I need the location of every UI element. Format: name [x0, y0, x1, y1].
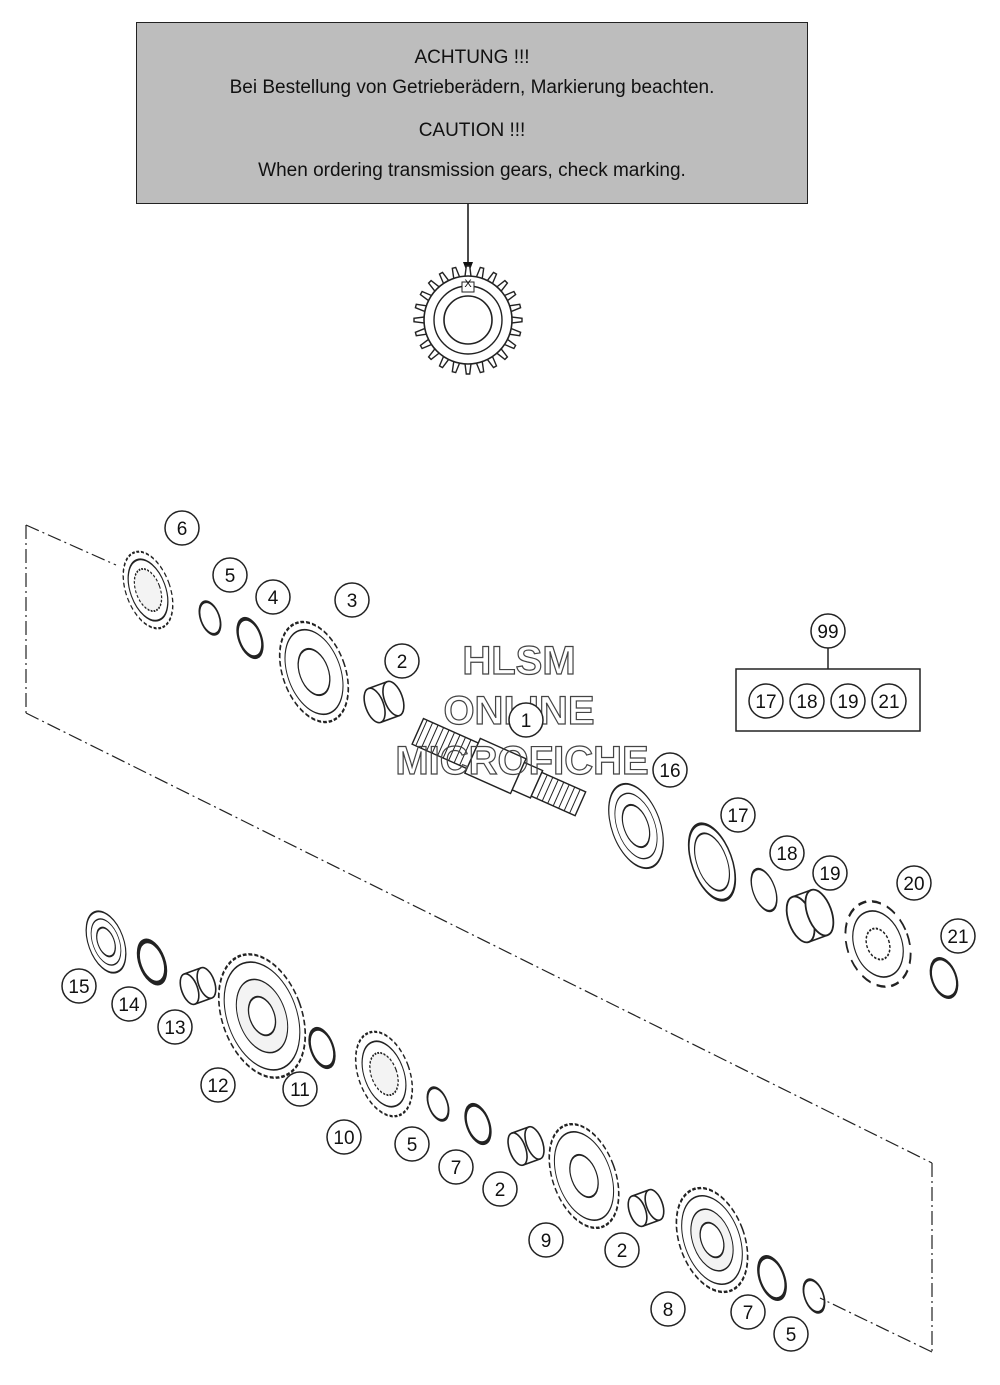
callout-label: 14 — [118, 995, 140, 1016]
callout-label: 5 — [225, 566, 236, 587]
callout-label: 1 — [521, 711, 532, 732]
bushing-2-third-icon — [627, 1188, 665, 1228]
callout-10[interactable]: 10 — [326, 1119, 362, 1155]
callout-16[interactable]: 16 — [652, 752, 688, 788]
callout-label: 9 — [541, 1231, 552, 1252]
callout-label: 18 — [776, 844, 797, 865]
callout-2[interactable]: 2 — [384, 643, 420, 679]
callout-label: 5 — [786, 1325, 797, 1346]
gear-9-icon — [548, 1122, 620, 1230]
callout-14[interactable]: 14 — [111, 986, 147, 1022]
callout-label: 3 — [347, 591, 358, 612]
callout-8[interactable]: 8 — [650, 1291, 686, 1327]
callout-11[interactable]: 11 — [282, 1071, 318, 1107]
spacer-19-icon — [785, 888, 835, 944]
bushing-13-icon — [179, 966, 217, 1006]
washer-7-icon — [464, 1102, 492, 1146]
watermark: HLSM ONLINE MICROFICHE — [395, 638, 650, 783]
notice-text-en: When ordering transmission gears, check … — [258, 160, 686, 181]
gear-12-icon — [217, 953, 307, 1079]
callout-21[interactable]: 21 — [940, 918, 976, 954]
callout-label: 16 — [659, 761, 680, 782]
callout-12[interactable]: 12 — [200, 1067, 236, 1103]
callout-6[interactable]: 6 — [164, 510, 200, 546]
callout-3[interactable]: 3 — [334, 582, 370, 618]
notice-title-de: ACHTUNG !!! — [414, 47, 530, 68]
bushing-2-icon — [363, 680, 405, 724]
callout-20[interactable]: 20 — [896, 865, 932, 901]
gear-8-icon — [675, 1186, 749, 1294]
kit-item-label: 17 — [755, 692, 776, 713]
callout-label: 2 — [495, 1180, 506, 1201]
callout-label: 21 — [947, 927, 968, 948]
callout-18[interactable]: 18 — [769, 835, 805, 871]
callout-label: 20 — [903, 874, 924, 895]
callout-5[interactable]: 5 — [394, 1126, 430, 1162]
callout-19[interactable]: 19 — [812, 855, 848, 891]
callout-label: 13 — [164, 1018, 185, 1039]
callout-1[interactable]: 1 — [508, 702, 544, 738]
circlip-5-icon — [198, 600, 222, 636]
kit-item-label: 21 — [878, 692, 899, 713]
watermark-line-1: HLSM — [462, 639, 575, 683]
callout-label: 5 — [407, 1135, 418, 1156]
sample-gear-icon: X — [413, 265, 523, 375]
callout-label: 4 — [268, 588, 279, 609]
caution-notice-box: ACHTUNG !!! Bei Bestellung von Getrieber… — [136, 22, 808, 204]
callout-label: 19 — [819, 864, 840, 885]
washer-4-icon — [236, 616, 264, 660]
callout-label: 7 — [451, 1158, 462, 1179]
bushing-2-lower-icon — [507, 1125, 545, 1167]
circlip-5-lower-icon — [426, 1086, 450, 1122]
gear-3-icon — [278, 620, 350, 724]
notice-title-en: CAUTION !!! — [418, 120, 526, 141]
callout-15[interactable]: 15 — [61, 968, 97, 1004]
callouts: 6 5 4 3 2 1 16 17 18 19 20 21 15 14 13 1… — [61, 510, 976, 1352]
callout-label: 6 — [177, 519, 188, 540]
marking-label: X — [464, 278, 472, 290]
callout-5[interactable]: 5 — [773, 1316, 809, 1352]
callout-17[interactable]: 17 — [720, 797, 756, 833]
callout-7[interactable]: 7 — [438, 1149, 474, 1185]
callout-label: 11 — [290, 1080, 310, 1101]
main-shaft-1-icon — [411, 717, 587, 817]
kit-number-label: 99 — [817, 622, 838, 643]
callout-label: 2 — [397, 652, 408, 673]
washer-11-icon — [308, 1026, 336, 1070]
bearing-15-icon — [85, 910, 127, 974]
gear-6-icon — [122, 550, 174, 630]
assembly-frame — [25, 524, 933, 1353]
washer-7-lower-icon — [757, 1254, 787, 1302]
callout-label: 17 — [727, 806, 748, 827]
callout-label: 8 — [663, 1300, 674, 1321]
watermark-line-3: MICROFICHE — [395, 739, 648, 783]
kit-item-label: 19 — [837, 692, 858, 713]
callout-label: 7 — [743, 1303, 754, 1324]
kit-99: 99 17 18 19 21 — [735, 613, 921, 732]
oring-18-icon — [750, 867, 778, 913]
circlip-5-third-icon — [802, 1278, 826, 1314]
washer-14-icon — [136, 938, 168, 986]
callout-7[interactable]: 7 — [730, 1294, 766, 1330]
circlip-21-icon — [929, 957, 959, 999]
seal-17-icon — [687, 822, 737, 902]
callout-4[interactable]: 4 — [255, 579, 291, 615]
sprocket-20-icon — [844, 900, 912, 988]
callout-2[interactable]: 2 — [482, 1171, 518, 1207]
callout-13[interactable]: 13 — [157, 1009, 193, 1045]
callout-label: 12 — [207, 1076, 228, 1097]
callout-5[interactable]: 5 — [212, 557, 248, 593]
callout-label: 10 — [333, 1128, 354, 1149]
notice-arrow — [463, 204, 473, 275]
callout-label: 15 — [68, 977, 89, 998]
kit-item-label: 18 — [796, 692, 817, 713]
notice-text-de: Bei Bestellung von Getrieberädern, Marki… — [229, 77, 715, 98]
gear-10-icon — [354, 1030, 414, 1118]
callout-2[interactable]: 2 — [604, 1232, 640, 1268]
callout-label: 2 — [617, 1241, 628, 1262]
bearing-16-icon — [608, 782, 664, 870]
callout-9[interactable]: 9 — [528, 1222, 564, 1258]
